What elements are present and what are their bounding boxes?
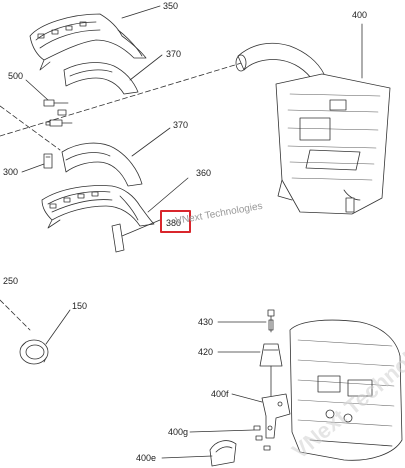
part-400-lower-shield[interactable] xyxy=(289,319,403,461)
part-400e-shield[interactable] xyxy=(209,440,237,467)
leader-150 xyxy=(45,309,71,345)
callout-370a[interactable]: 370 xyxy=(166,49,181,59)
part-300-clamp[interactable] xyxy=(43,153,53,169)
leader-500 xyxy=(25,79,49,101)
leader-380 xyxy=(121,219,161,237)
callout-400g[interactable]: 400g xyxy=(168,427,188,437)
callout-400[interactable]: 400 xyxy=(352,10,367,20)
callout-150[interactable]: 150 xyxy=(72,301,87,311)
part-360-pipe-shield[interactable] xyxy=(41,185,155,229)
part-150-gasket[interactable] xyxy=(19,339,49,365)
callout-430[interactable]: 430 xyxy=(198,317,213,327)
callout-380[interactable]: 380 xyxy=(166,218,181,228)
part-370-shield-upper[interactable] xyxy=(63,62,139,95)
part-400-muffler[interactable] xyxy=(235,42,391,215)
leader-370b xyxy=(131,127,171,157)
callout-420[interactable]: 420 xyxy=(198,347,213,357)
leader-400e xyxy=(161,455,213,459)
part-400g-nuts[interactable] xyxy=(253,425,271,451)
part-370-shield-lower[interactable] xyxy=(61,142,143,187)
part-420-mount[interactable] xyxy=(259,343,283,397)
leader-350 xyxy=(121,5,161,19)
callout-500[interactable]: 500 xyxy=(8,71,23,81)
part-430-bolt[interactable] xyxy=(267,309,275,333)
dashed-axis-2 xyxy=(0,105,61,151)
part-380-strip[interactable] xyxy=(111,223,125,253)
part-400f-bracket[interactable] xyxy=(261,393,291,439)
callout-400f[interactable]: 400f xyxy=(211,389,229,399)
leader-360 xyxy=(147,177,189,213)
callout-350[interactable]: 350 xyxy=(163,1,178,11)
watermark-line1: VNext Technologies xyxy=(175,201,264,227)
leader-400f xyxy=(231,393,263,403)
leader-400g xyxy=(189,429,255,433)
callout-370b[interactable]: 370 xyxy=(173,120,188,130)
dashed-axis-1 xyxy=(0,57,259,137)
highlight-box-380 xyxy=(160,210,191,233)
part-500-fasteners[interactable] xyxy=(43,99,73,127)
leader-370a xyxy=(129,54,163,81)
part-350-heat-shield[interactable] xyxy=(29,13,147,71)
callout-400e[interactable]: 400e xyxy=(136,453,156,463)
callout-300[interactable]: 300 xyxy=(3,167,18,177)
callout-360[interactable]: 360 xyxy=(196,168,211,178)
leader-300 xyxy=(21,163,45,173)
callout-250[interactable]: 250 xyxy=(3,276,18,286)
dashed-axis-3 xyxy=(0,299,31,331)
